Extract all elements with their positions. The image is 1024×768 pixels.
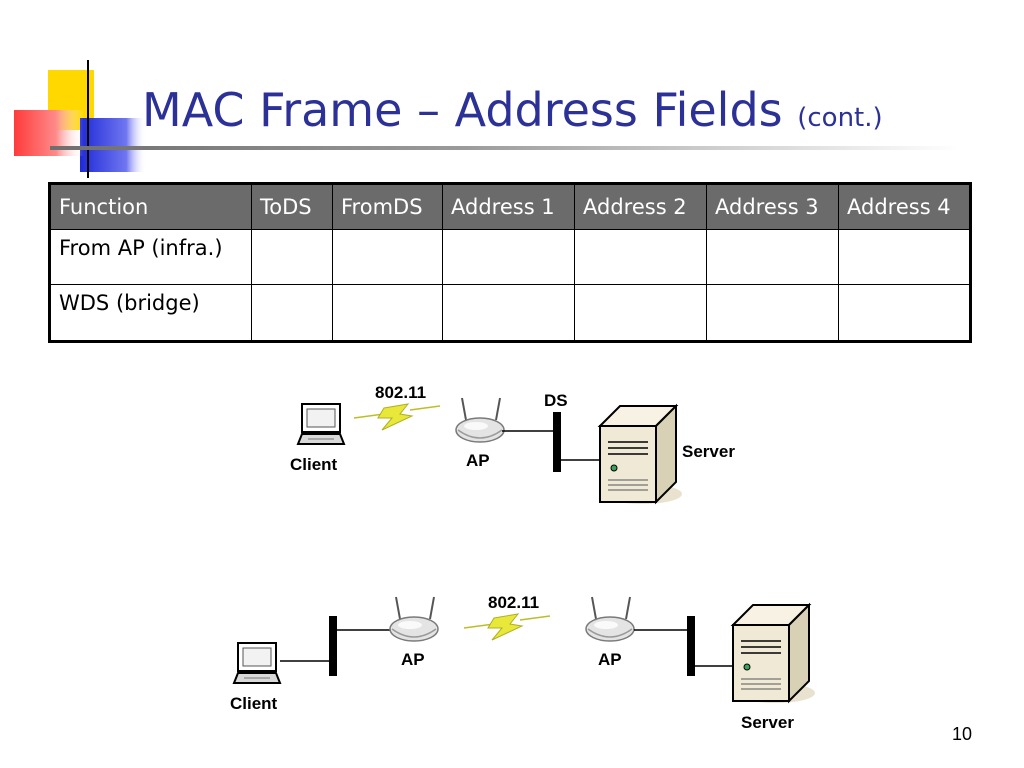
cell-tods — [251, 228, 333, 286]
table-row: WDS (bridge) — [49, 284, 971, 342]
wds-bridge-diagram: Client AP 802.11 AP Server — [230, 593, 816, 732]
ds-label: DS — [544, 391, 568, 410]
header-address-1: Address 1 — [442, 183, 575, 230]
decor-blue-square — [80, 118, 146, 172]
page-number: 10 — [951, 724, 972, 744]
ap-label-right: AP — [598, 650, 622, 669]
cell-function: From AP (infra.) — [49, 228, 252, 286]
cell-address-4 — [838, 284, 971, 342]
title-text: MAC Frame – Address Fields — [142, 83, 783, 137]
table-header-row: Function ToDS FromDS Address 1 Address 2… — [49, 183, 971, 230]
title-underline — [50, 146, 960, 150]
address-fields-table: Function ToDS FromDS Address 1 Address 2… — [48, 182, 972, 343]
client-label: Client — [230, 694, 278, 713]
client-laptop-icon — [297, 403, 345, 445]
cell-tods — [251, 284, 333, 342]
cell-address-1 — [442, 228, 575, 286]
page-title: MAC Frame – Address Fields (cont.) — [142, 80, 883, 148]
header-address-2: Address 2 — [574, 183, 707, 230]
server-icon — [599, 405, 683, 505]
header-fromds: FromDS — [332, 183, 443, 230]
client-label: Client — [290, 455, 338, 474]
ap-label: AP — [466, 451, 490, 470]
title-decoration — [14, 60, 146, 178]
cell-address-2 — [574, 284, 707, 342]
lan-bar-right — [687, 616, 695, 676]
server-label: Server — [741, 713, 794, 732]
cell-address-3 — [706, 228, 839, 286]
title-suffix: (cont.) — [797, 103, 883, 133]
wireless-label: 802.11 — [375, 383, 426, 402]
wireless-label: 802.11 — [488, 593, 539, 612]
wireless-link-icon — [353, 403, 441, 431]
cell-fromds — [332, 284, 443, 342]
header-tods: ToDS — [251, 183, 333, 230]
cell-address-1 — [442, 284, 575, 342]
ap-label-left: AP — [401, 650, 425, 669]
server-label: Server — [682, 442, 735, 461]
client-laptop-icon — [233, 642, 281, 684]
header-function: Function — [49, 183, 252, 230]
distribution-system-bar — [553, 412, 561, 472]
wireless-link-icon — [463, 613, 551, 641]
header-address-3: Address 3 — [706, 183, 839, 230]
cell-fromds — [332, 228, 443, 286]
lan-bar-left — [329, 616, 337, 676]
access-point-icon — [585, 596, 635, 642]
table-row: From AP (infra.) — [49, 228, 971, 286]
infrastructure-diagram: Client 802.11 AP DS Server — [290, 383, 735, 505]
cell-address-4 — [838, 228, 971, 286]
cell-address-2 — [574, 228, 707, 286]
access-point-icon — [389, 596, 439, 642]
server-icon — [732, 604, 816, 704]
cell-function: WDS (bridge) — [49, 284, 252, 342]
access-point-icon — [455, 397, 505, 443]
